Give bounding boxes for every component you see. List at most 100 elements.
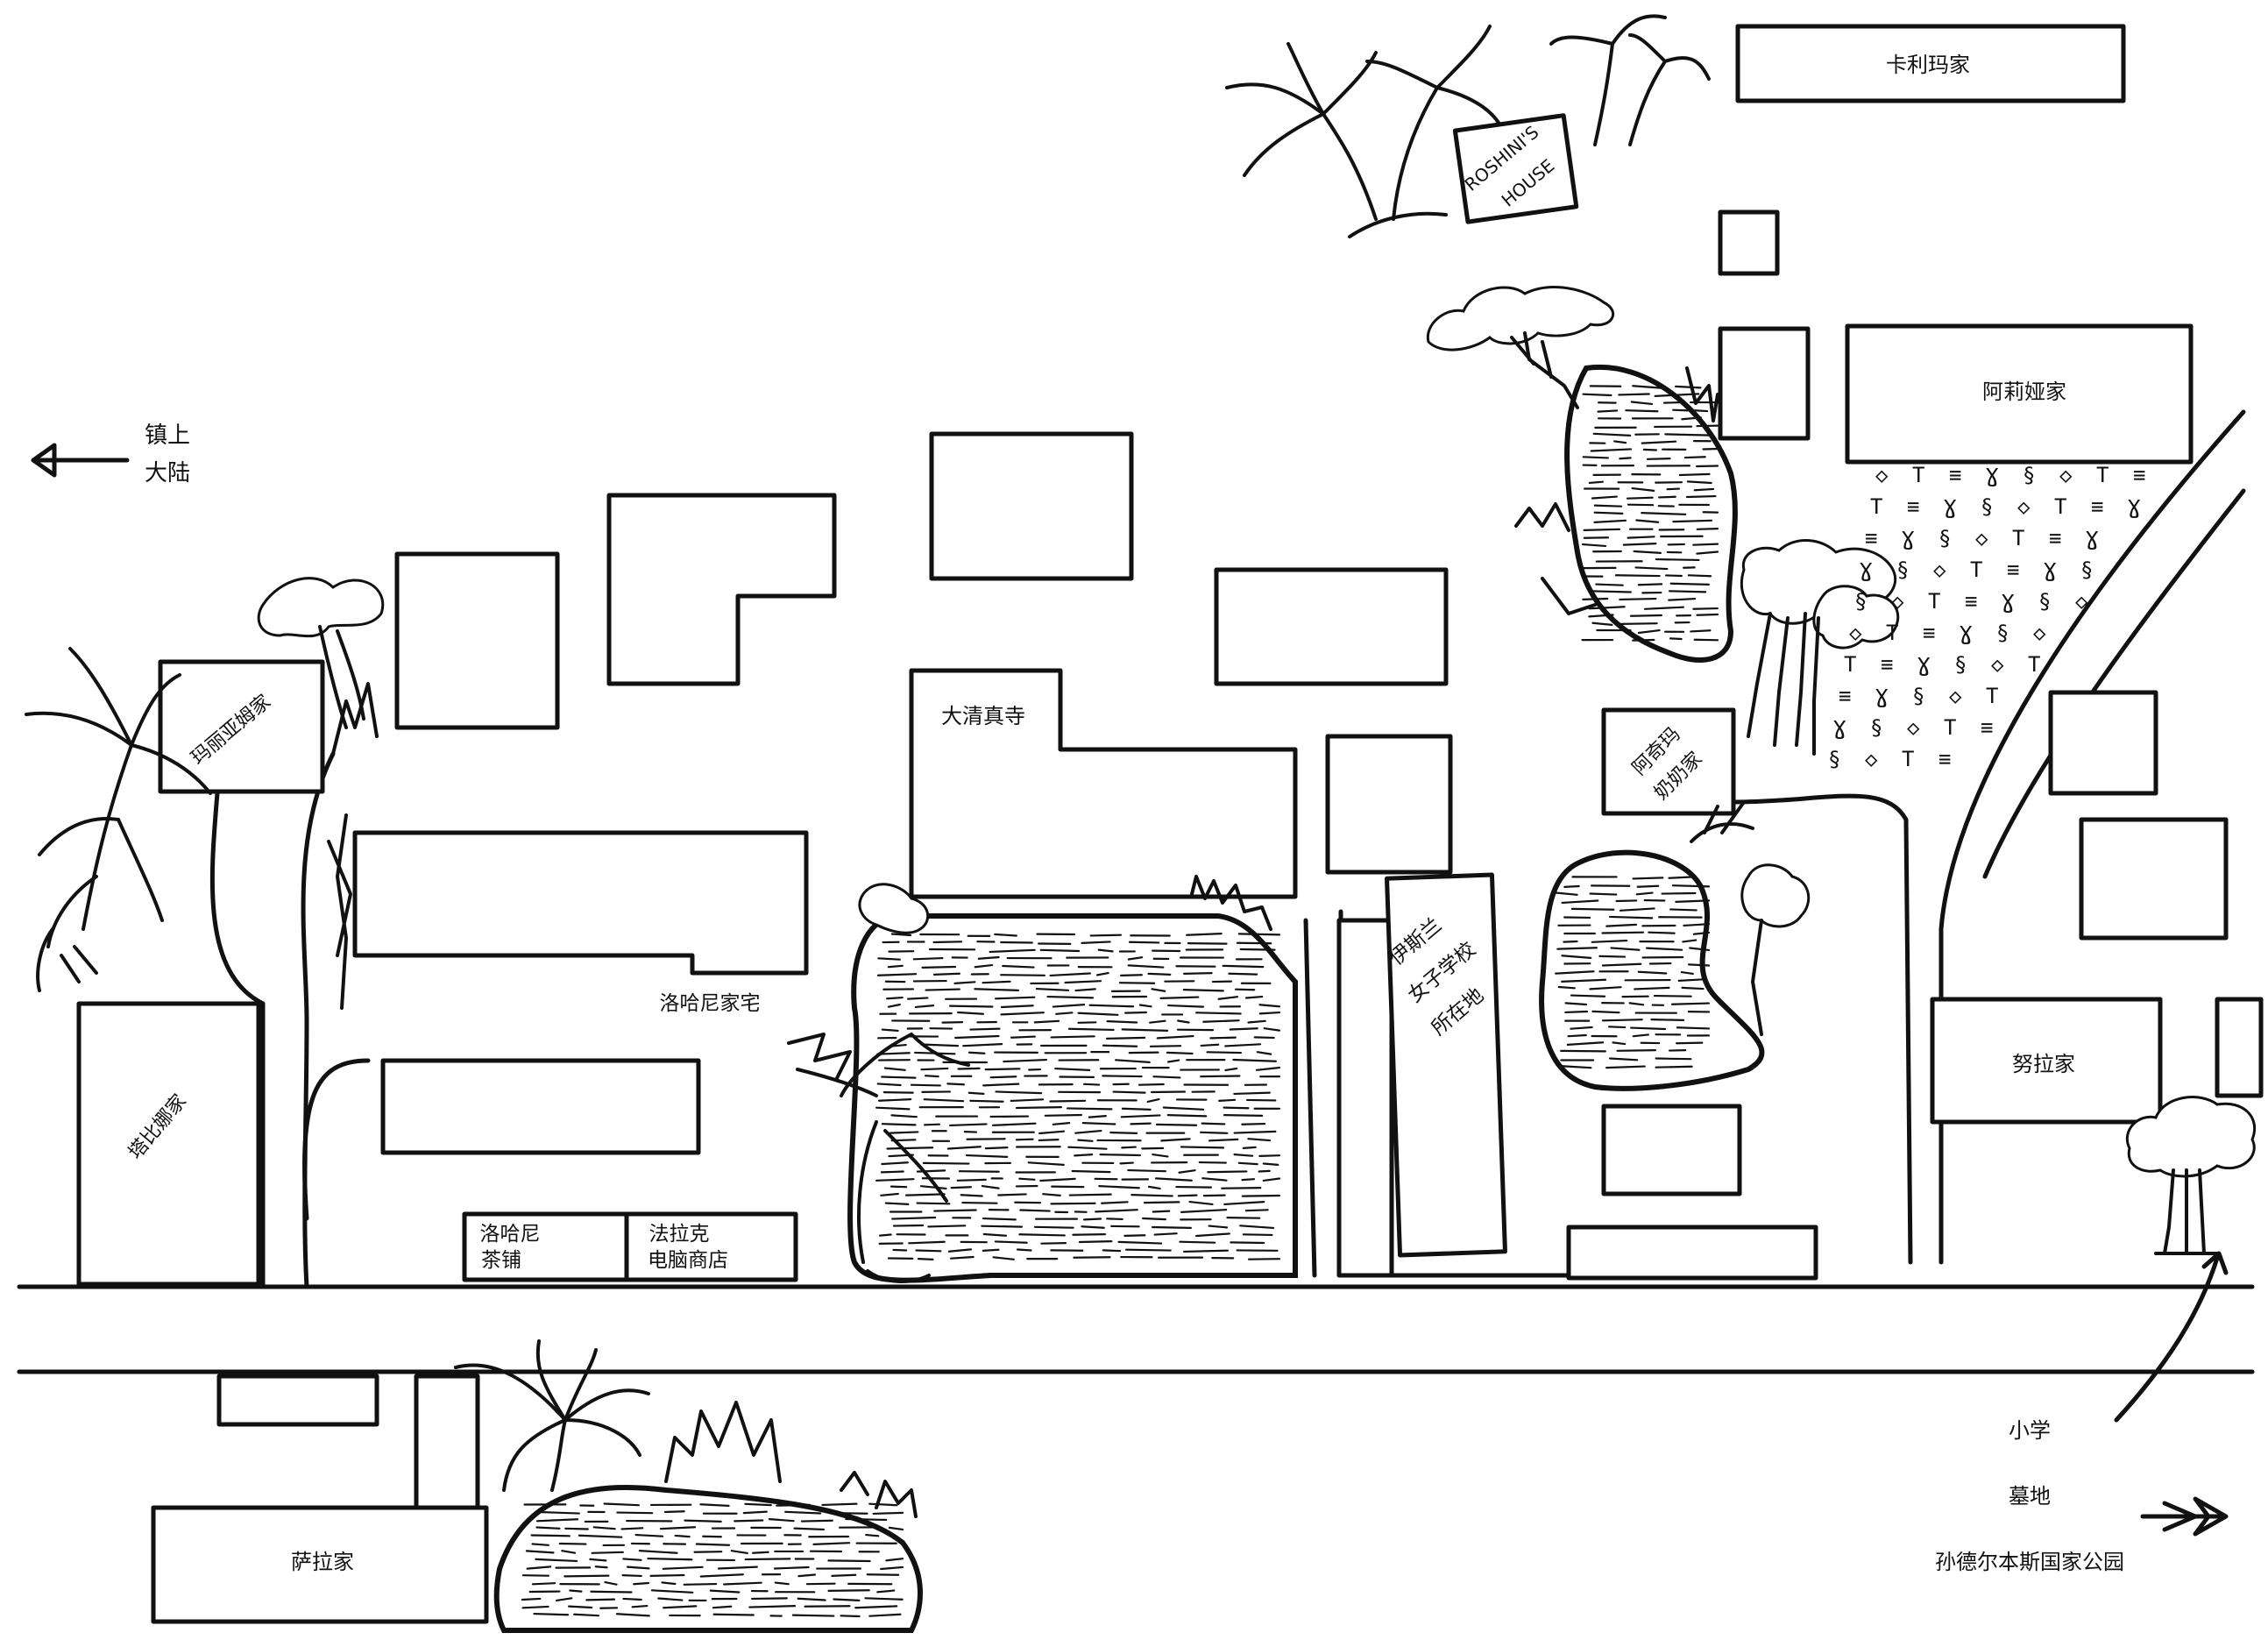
school xyxy=(1385,872,1507,1258)
svg-text:§: § xyxy=(2038,589,2051,614)
arrow-right-icon xyxy=(2140,1496,2229,1537)
svg-text:◇: ◇ xyxy=(1933,557,1946,582)
house-north-east xyxy=(1718,326,1811,441)
svg-text:T: T xyxy=(1986,684,1998,708)
svg-text:T: T xyxy=(1886,621,1898,645)
svg-text:◇: ◇ xyxy=(1891,589,1904,614)
svg-text:Ɣ: Ɣ xyxy=(2086,526,2099,550)
tree-icon xyxy=(2125,1096,2257,1255)
svg-text:T: T xyxy=(1912,463,1924,487)
ponds xyxy=(493,364,1765,1633)
lane-west-edge xyxy=(209,791,266,1289)
svg-text:§: § xyxy=(1996,621,2009,645)
svg-text:◇: ◇ xyxy=(2075,589,2088,614)
svg-text:T: T xyxy=(1870,494,1882,519)
computer-shop-label-1: 法拉克 xyxy=(649,1223,710,1246)
pond-east xyxy=(1539,849,1765,1091)
house-center-east xyxy=(1214,567,1449,686)
arrow-left-icon xyxy=(31,443,130,478)
svg-text:◇: ◇ xyxy=(2033,621,2046,645)
svg-text:T: T xyxy=(1970,557,1982,582)
tree-icon xyxy=(1426,286,1719,615)
teashop-label-2: 茶铺 xyxy=(481,1249,521,1272)
house-west-1 xyxy=(394,551,560,730)
direction-label-school: 小学 xyxy=(2009,1418,2051,1443)
svg-text:≡: ≡ xyxy=(1949,463,1961,487)
svg-text:§: § xyxy=(1854,589,1867,614)
arrows xyxy=(31,443,2229,1537)
tree-icon xyxy=(257,577,385,1010)
svg-text:§: § xyxy=(1896,557,1909,582)
svg-text:◇: ◇ xyxy=(1865,747,1878,771)
svg-text:Ɣ: Ɣ xyxy=(1833,715,1846,740)
house-east-3 xyxy=(2215,997,2264,1098)
aliya-house xyxy=(1845,323,2194,465)
tabina-house xyxy=(76,1001,261,1287)
svg-text:≡: ≡ xyxy=(2133,463,2145,487)
svg-text:Ɣ: Ɣ xyxy=(1875,684,1889,708)
svg-text:§: § xyxy=(1912,684,1924,708)
svg-text:Ɣ: Ɣ xyxy=(1917,652,1931,677)
pond-hatching xyxy=(521,385,1719,1618)
lane-east-curve xyxy=(1733,793,1913,1265)
palm-tree-icon xyxy=(454,1339,918,1518)
svg-text:T: T xyxy=(2096,463,2109,487)
lohani-residence xyxy=(352,830,809,976)
svg-text:≡: ≡ xyxy=(1907,494,1919,519)
grandma-house xyxy=(1601,707,1736,816)
house-school-west xyxy=(1325,734,1453,875)
house-l-shape xyxy=(606,493,837,686)
svg-text:≡: ≡ xyxy=(2091,494,2103,519)
svg-text:T: T xyxy=(1944,715,1956,740)
diagonal-road-2 xyxy=(1982,488,2246,879)
svg-text:≡: ≡ xyxy=(1965,589,1977,614)
nura-house xyxy=(1930,997,2163,1125)
house-school-west-2 xyxy=(1336,918,1394,1278)
palm-tree-icon xyxy=(25,647,212,992)
teashop xyxy=(462,1211,629,1282)
direction-label-cemetery: 墓地 xyxy=(2009,1484,2051,1509)
svg-text:◇: ◇ xyxy=(1949,684,1962,708)
diagonal-road-1 xyxy=(1938,409,2246,1265)
house-south-west xyxy=(380,1058,701,1155)
buildings xyxy=(76,24,2264,1624)
svg-text:◇: ◇ xyxy=(1875,463,1889,487)
svg-text:T: T xyxy=(2054,494,2066,519)
svg-text:§: § xyxy=(1938,526,1951,550)
computer-shop-label-2: 电脑商店 xyxy=(648,1249,728,1272)
tree-icon xyxy=(1690,800,1811,1036)
lohani-residence-label: 洛哈尼家宅 xyxy=(660,992,761,1015)
house-east-1 xyxy=(2048,690,2158,796)
tree-icon xyxy=(787,875,1272,1283)
svg-text:T: T xyxy=(2012,526,2024,550)
svg-text:T: T xyxy=(2028,652,2040,677)
direction-label-town: 镇上 xyxy=(145,422,190,449)
svg-text:Ɣ: Ɣ xyxy=(1902,526,1915,550)
svg-text:Ɣ: Ɣ xyxy=(1986,463,1999,487)
svg-text:◇: ◇ xyxy=(1849,621,1862,645)
svg-text:Ɣ: Ɣ xyxy=(2002,589,2015,614)
karima-house-label: 卡利玛家 xyxy=(1886,53,1970,77)
aliya-house-label: 阿莉娅家 xyxy=(1982,380,2066,404)
svg-text:T: T xyxy=(1902,747,1914,771)
mosque-label: 大清真寺 xyxy=(941,704,1025,728)
svg-text:◇: ◇ xyxy=(1991,652,2004,677)
svg-text:Ɣ: Ɣ xyxy=(2044,557,2057,582)
svg-text:≡: ≡ xyxy=(2049,526,2061,550)
svg-text:T: T xyxy=(1844,652,1856,677)
house-top-center xyxy=(929,431,1134,581)
sara-house-label: 萨拉家 xyxy=(291,1550,354,1574)
direction-label-sundarbans: 孙德尔本斯国家公园 xyxy=(1935,1550,2124,1574)
teashop-label-1: 洛哈尼 xyxy=(480,1223,541,1246)
svg-text:◇: ◇ xyxy=(2059,463,2073,487)
svg-text:§: § xyxy=(2023,463,2035,487)
svg-text:≡: ≡ xyxy=(1981,715,1993,740)
palm-tree-icon xyxy=(1225,14,1711,238)
house-middle-2 xyxy=(1566,1225,1818,1281)
svg-text:§: § xyxy=(1870,715,1882,740)
svg-text:◇: ◇ xyxy=(1907,715,1920,740)
svg-text:≡: ≡ xyxy=(1881,652,1893,677)
house-middle-1 xyxy=(1601,1104,1742,1196)
karima-house xyxy=(1735,24,2126,103)
